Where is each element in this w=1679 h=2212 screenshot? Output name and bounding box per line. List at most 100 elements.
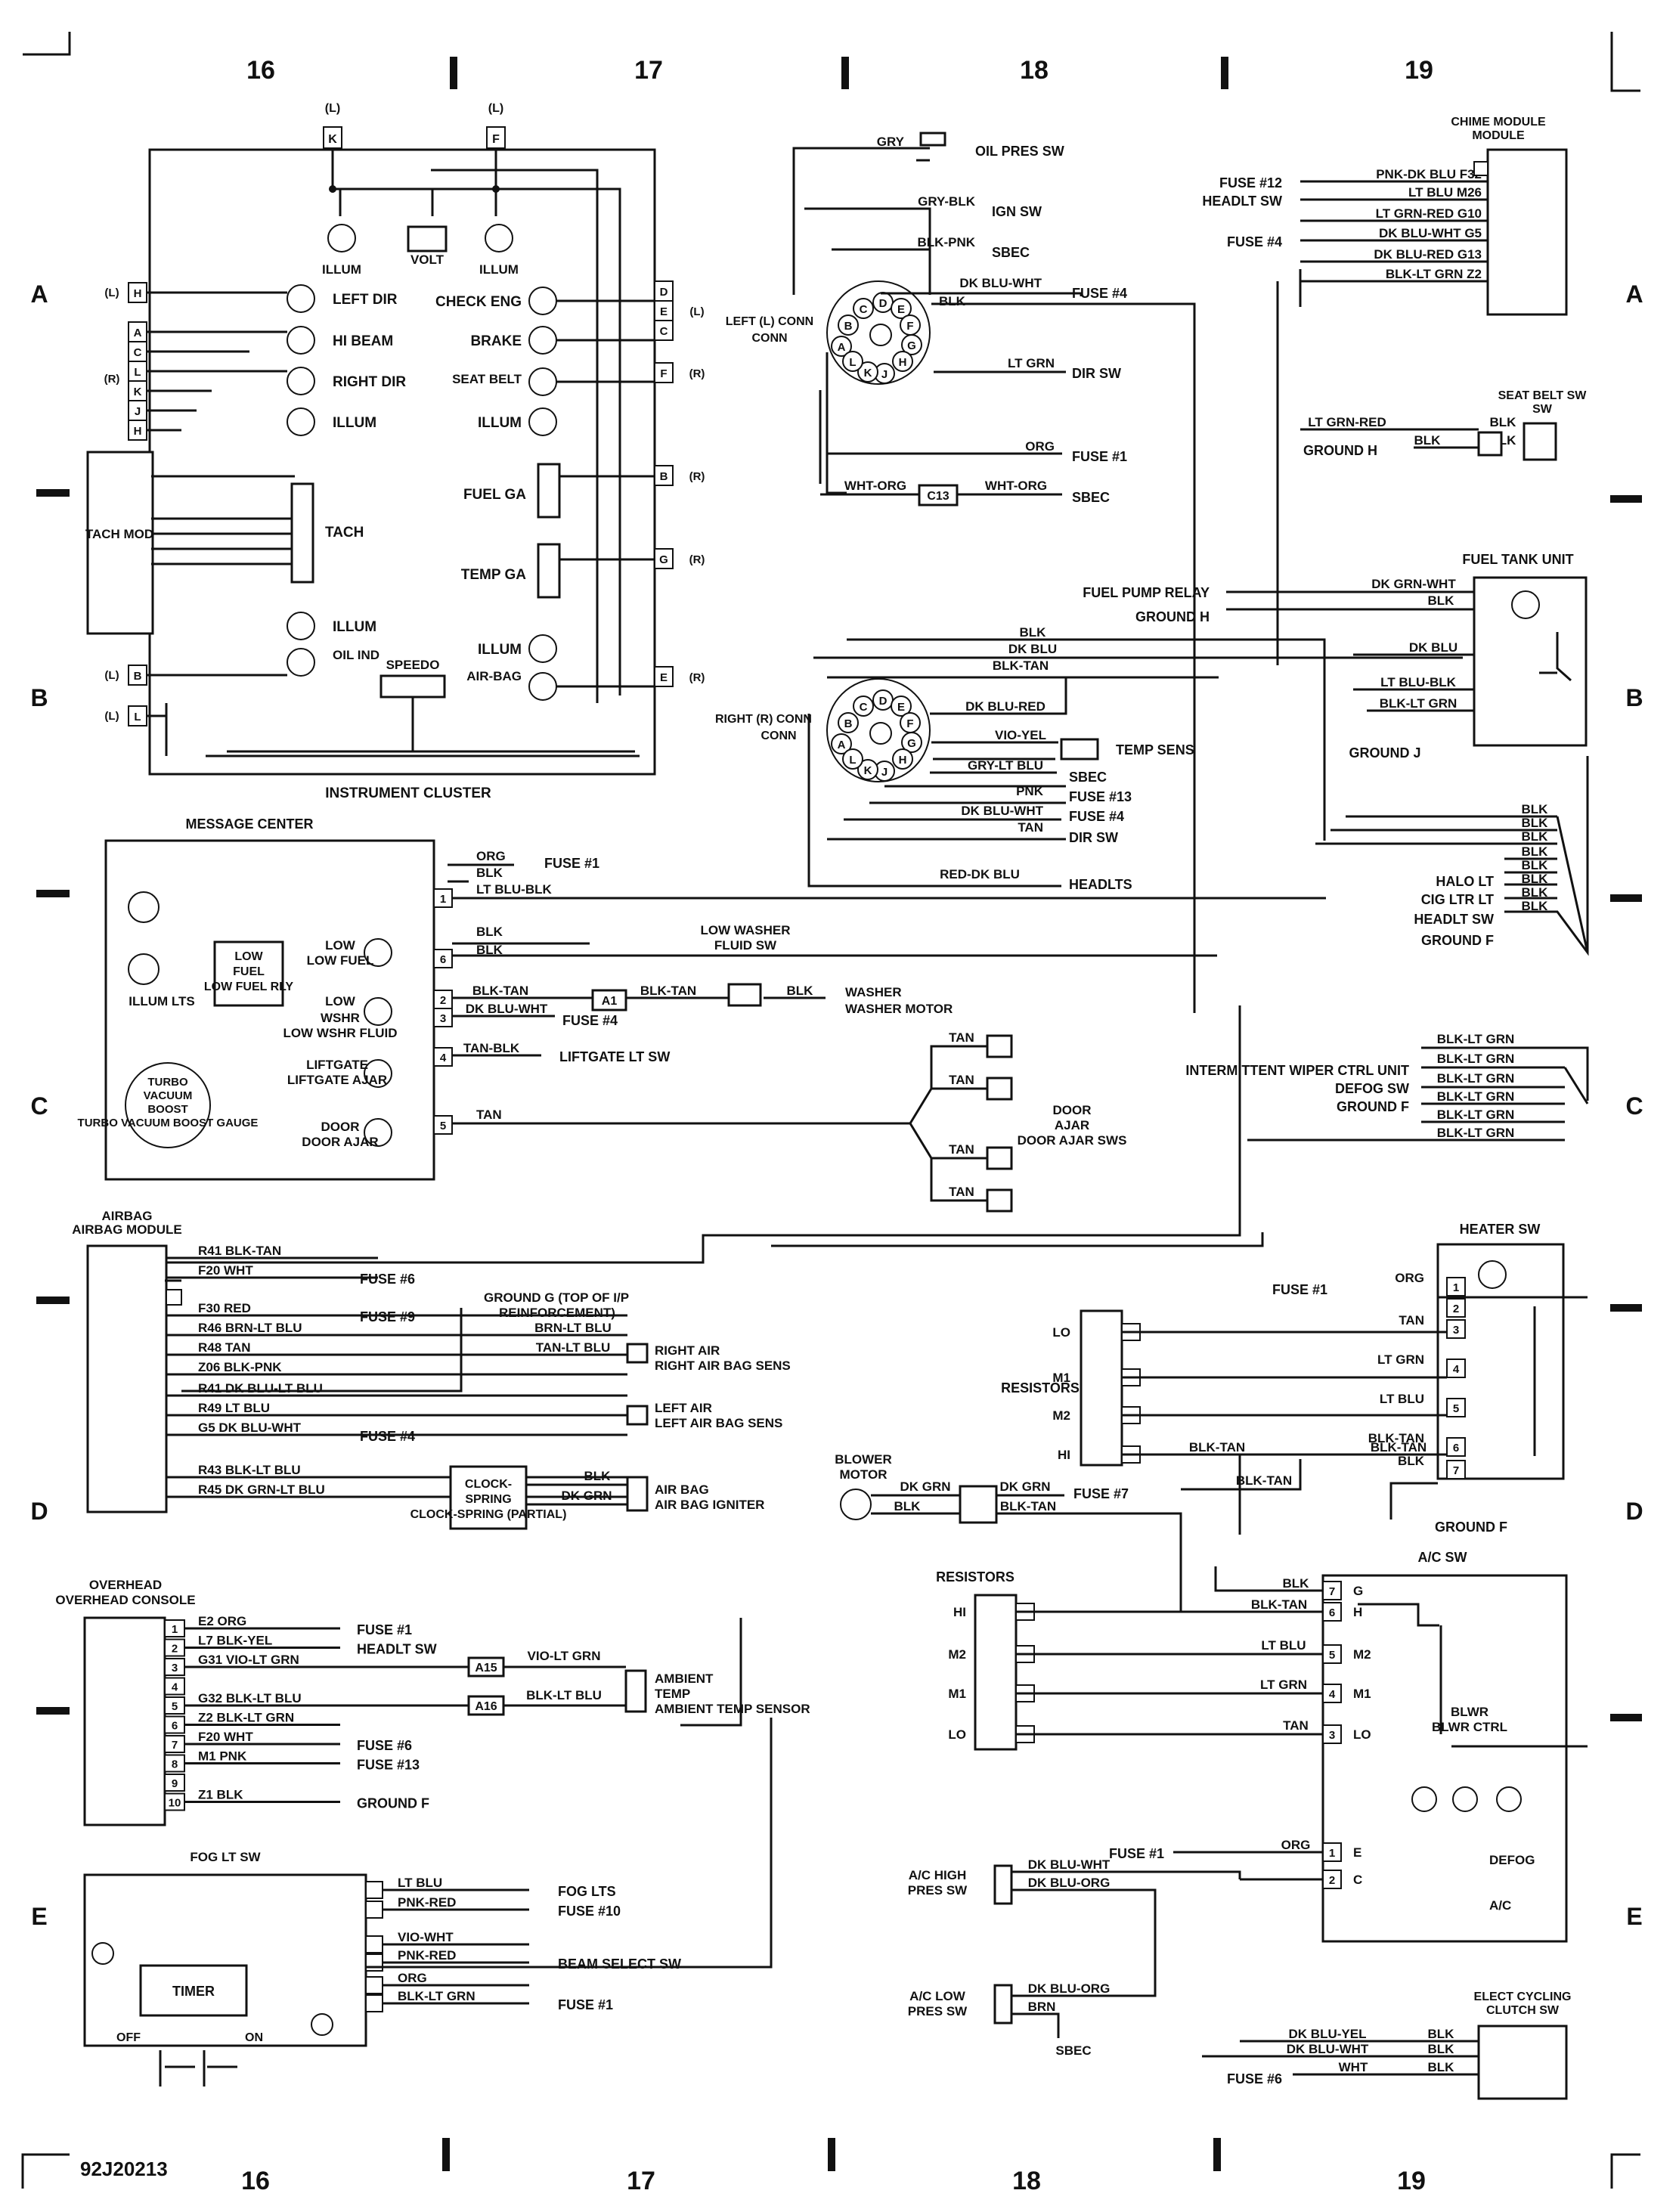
wire-dest: FUSE #4 (1227, 234, 1282, 249)
wire-label: VIO-LT GRN (528, 1649, 601, 1663)
pin-label: C (860, 701, 868, 714)
wire-label: BLK (787, 984, 814, 998)
wire-dest: GROUND F (357, 1796, 429, 1811)
pin-box (1446, 1398, 1466, 1417)
pin-label: 1 (172, 1623, 178, 1636)
cluster-feed-wires (331, 148, 621, 703)
pin-label: 5 (1329, 1649, 1335, 1662)
wire-label: BLK-LT GRN (1437, 1071, 1515, 1086)
lamp-label: OIL IND (333, 648, 379, 662)
side-mark: (R) (689, 671, 705, 684)
pin-label: J (881, 766, 888, 779)
component-title: AIRBAG (101, 1209, 152, 1223)
pin-label: A (134, 327, 142, 339)
component-title: BLWR CTRL (1432, 1720, 1507, 1734)
oil-pres-switch-icon (919, 132, 946, 147)
side-mark: (L) (104, 287, 119, 299)
ac-resistor-wires (1016, 1566, 1323, 1736)
door-switch-icon (986, 1077, 1013, 1101)
switch-position: LO (1353, 1727, 1371, 1742)
wire-label: TAN (949, 1142, 974, 1157)
wire-label: BLK (1522, 872, 1549, 886)
pin-label: 10 (169, 1797, 181, 1810)
tach-module-box (86, 451, 154, 635)
wire-label: BLK-LT GRN (1437, 1108, 1515, 1122)
circuit-label: GROUND F (1337, 1099, 1409, 1114)
row-label-left: C (30, 1092, 48, 1120)
row-label-right: B (1625, 684, 1643, 711)
component-title: DOOR (1053, 1103, 1092, 1117)
pin-label: B (660, 470, 668, 483)
component-title: WASHER MOTOR (845, 1002, 953, 1016)
wire-label: BLK (939, 294, 966, 308)
component-title: ELECT CYCLING (1474, 1990, 1572, 2003)
resistor-tap-label: M2 (1052, 1408, 1070, 1423)
component-title: RESISTORS (936, 1569, 1015, 1585)
corner-mark-br (1610, 2153, 1640, 2189)
cross-harness-wires (165, 1005, 1264, 1969)
item-label: LOW (234, 950, 263, 963)
lamp-icon (1411, 1786, 1437, 1812)
item-label: DOOR (321, 1120, 360, 1134)
wire-label: R49 LT BLU (198, 1401, 270, 1415)
right-pin-wires (556, 299, 655, 688)
high-pres-wires (1011, 1870, 1241, 1997)
wire-label: DK BLU-WHT (1287, 2042, 1369, 2056)
switch-position: A/C (1489, 1898, 1511, 1913)
wire-label: ORG (1025, 439, 1055, 454)
message-center-wires (448, 863, 1326, 1125)
component-title: CHIME MODULE (1451, 116, 1546, 129)
lamp-icon (528, 407, 557, 436)
wire-dest: A1 (602, 995, 618, 1008)
tach-icon (290, 482, 314, 584)
pin-label: 6 (440, 953, 446, 966)
wire-dest: FUSE #1 (544, 856, 599, 871)
circuit-label: CIG LTR LT (1421, 892, 1494, 907)
relay-box (213, 940, 284, 1007)
ground-label: GROUND J (1349, 745, 1420, 761)
pin-box (365, 1901, 383, 1919)
pin-label: 5 (1453, 1402, 1459, 1415)
column-label-top: 18 (1020, 56, 1049, 85)
wire-dest: FUSE #6 (360, 1272, 415, 1287)
wire-label: BLK (1522, 899, 1549, 913)
gauge-icon (407, 225, 448, 252)
module-label: TACH MOD (85, 527, 153, 541)
lamp-icon (128, 953, 160, 985)
pin-box (1322, 1581, 1342, 1600)
wire-label: ORG (1281, 1838, 1311, 1852)
side-mark: (R) (689, 367, 705, 380)
wire-label: BLK (1490, 415, 1517, 429)
wire-label: GRY (877, 135, 905, 149)
wire-label: TAN-BLK (463, 1041, 520, 1055)
wire-dest: FUSE #6 (357, 1738, 412, 1753)
wire-label: R43 BLK-LT BLU (198, 1463, 301, 1477)
wire-label: BLK-TAN (472, 984, 528, 998)
lamp-label: AIR-BAG (466, 669, 522, 683)
lamp-icon (364, 997, 392, 1026)
pin-label: 2 (1329, 1874, 1335, 1887)
wire-dest: SBEC (1072, 490, 1110, 505)
wire-label: BLK (476, 925, 503, 939)
wire-label: BLK (894, 1499, 922, 1513)
pin-label: 2 (172, 1643, 178, 1656)
pin-label: D (879, 297, 888, 310)
pin-label: 5 (440, 1120, 446, 1132)
connector-outline (826, 678, 931, 782)
pin-label: H (899, 754, 907, 767)
wire-label: DK BLU-WHT (961, 804, 1043, 818)
pin-label: A (838, 341, 846, 354)
lamp-icon (364, 1118, 392, 1147)
lamp-label: ILLUM (479, 262, 519, 277)
cavity (1473, 161, 1488, 176)
pin-label: G (907, 339, 916, 352)
pin-label: J (881, 368, 888, 381)
wire-dest: FUSE #7 (1073, 1486, 1129, 1501)
pin-box (654, 548, 674, 569)
wire-label: PNK-RED (398, 1948, 456, 1963)
